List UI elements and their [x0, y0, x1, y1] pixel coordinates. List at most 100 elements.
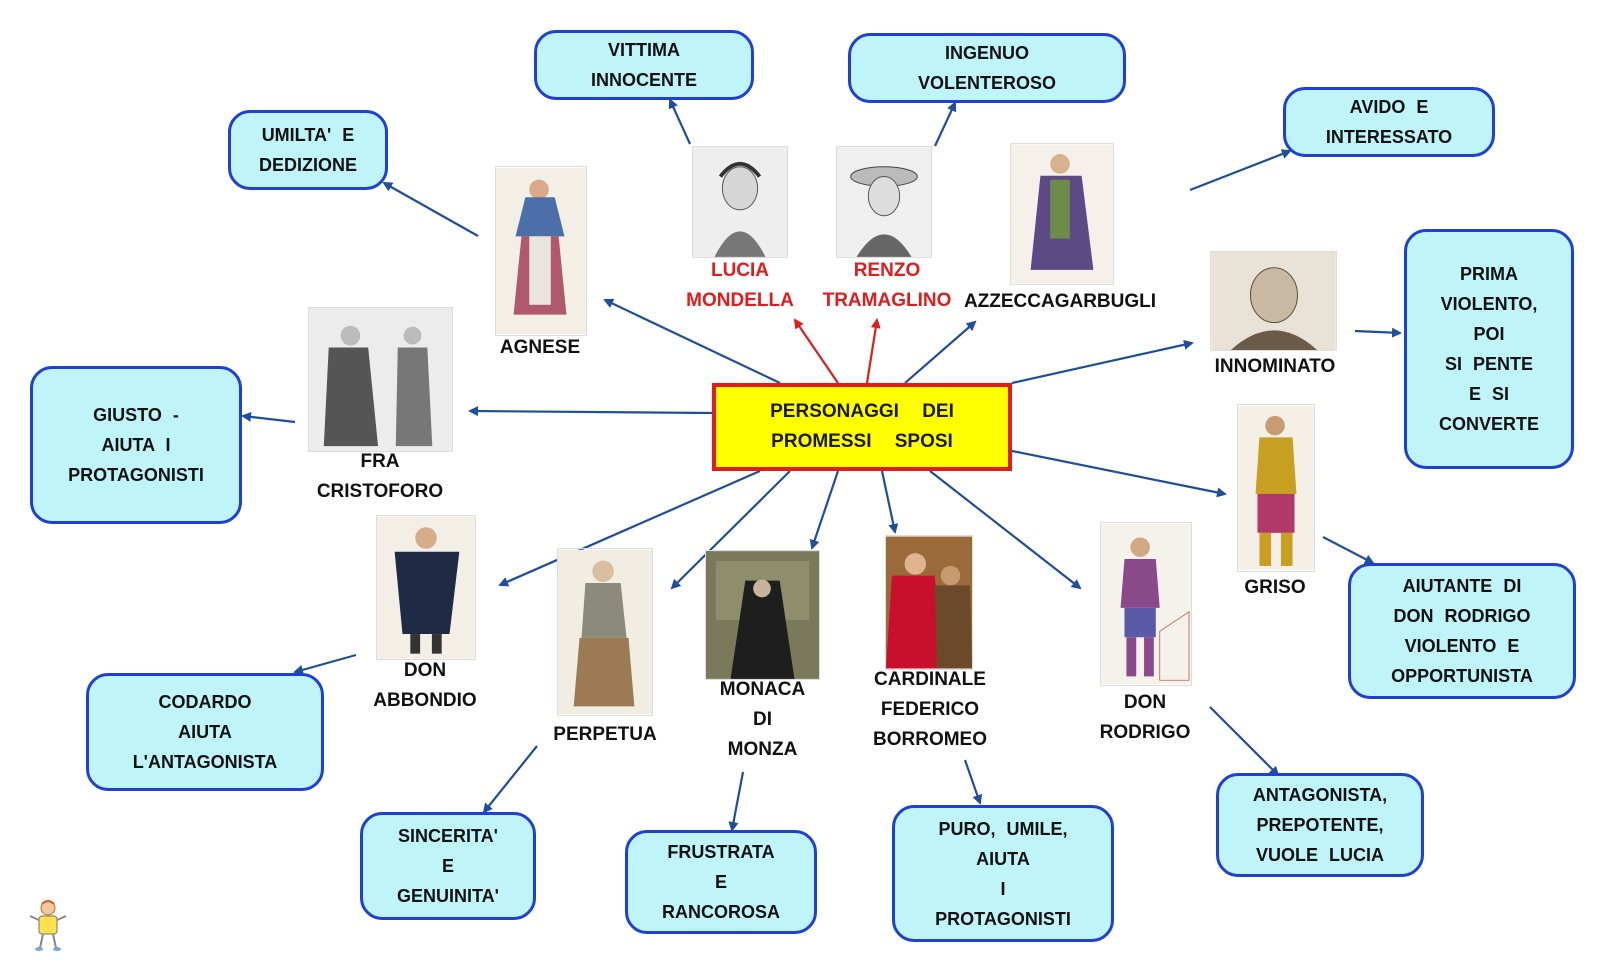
cristoforo-trait-line3: PROTAGONISTI — [68, 465, 204, 485]
lucia-image — [692, 146, 788, 258]
azzeccagarbugli-name-text: AZZECCAGARBUGLI — [963, 291, 1157, 312]
monaca-name: MONACA DI MONZA — [700, 675, 825, 765]
central-topic-line1: PERSONAGGI DEI — [770, 401, 954, 422]
renzo-name-line2: TRAMAGLINO — [822, 290, 952, 311]
borromeo-trait-line2: AIUTA — [976, 848, 1030, 869]
abbondio-trait-line3: L'ANTAGONISTA — [132, 752, 278, 772]
cristoforo-trait-line1: GIUSTO - — [93, 405, 179, 425]
borromeo-image — [885, 535, 973, 670]
borromeo-name-line3: BORROMEO — [873, 729, 987, 750]
griso-trait-line3: VIOLENTO E — [1404, 636, 1520, 656]
monaca-trait-line3: RANCOROSA — [661, 902, 780, 922]
arrow-center-lucia — [793, 318, 839, 384]
cristoforo-name-line2: CRISTOFORO — [316, 481, 444, 502]
abbondio-trait-line1: CODARDO — [158, 692, 252, 712]
innominato-trait-line5: E SI — [1468, 384, 1509, 404]
borromeo-name: CARDINALE FEDERICO BORROMEO — [855, 665, 1005, 755]
griso-trait-line2: DON RODRIGO — [1393, 606, 1531, 626]
monaca-name-line3: MONZA — [727, 739, 798, 760]
perpetua-trait-line2: E — [441, 856, 454, 876]
abbondio-name: DON ABBONDIO — [360, 656, 490, 716]
griso-image — [1237, 404, 1315, 572]
arrow-center-borromeo — [880, 470, 899, 534]
cristoforo-name-line1: FRA — [360, 451, 400, 472]
mascot-logo — [29, 900, 67, 951]
renzo-trait-box: INGENUO VOLENTEROSO — [848, 33, 1126, 103]
perpetua-name-text: PERPETUA — [553, 724, 657, 745]
arrow-innominato-trait — [1354, 327, 1402, 338]
arrow-center-agnese — [603, 298, 781, 384]
arrow-center-griso — [1011, 449, 1227, 498]
azzeccagarbugli-trait-line1: AVIDO E — [1349, 97, 1429, 117]
arrow-center-renzo — [865, 318, 881, 384]
arrow-center-rodrigo — [929, 470, 1082, 590]
innominato-image — [1210, 251, 1337, 351]
agnese-name-text: AGNESE — [499, 337, 581, 358]
monaca-trait-box: FRUSTRATA E RANCOROSA — [625, 830, 817, 934]
monaca-name-line1: MONACA — [719, 679, 806, 700]
abbondio-name-line1: DON — [403, 660, 447, 681]
arrow-monaca-trait — [728, 771, 745, 832]
rodrigo-image — [1100, 522, 1192, 686]
arrow-center-cristoforo — [468, 406, 713, 417]
lucia-trait-box: VITTIMA INNOCENTE — [534, 30, 754, 100]
arrow-azzecca-trait — [1189, 149, 1292, 192]
cristoforo-image — [308, 307, 453, 452]
renzo-image — [836, 146, 932, 258]
lucia-name-line2: MONDELLA — [686, 290, 794, 311]
perpetua-trait-box: SINCERITA' E GENUINITA' — [360, 812, 536, 920]
azzeccagarbugli-trait-box: AVIDO E INTERESSATO — [1283, 87, 1495, 157]
abbondio-image — [376, 515, 476, 660]
innominato-trait-line2: VIOLENTO, — [1440, 294, 1538, 314]
arrow-agnese-trait — [382, 182, 479, 237]
azzeccagarbugli-trait-line2: INTERESSATO — [1325, 127, 1453, 147]
griso-name: GRISO — [1225, 573, 1325, 603]
rodrigo-name-line2: RODRIGO — [1099, 722, 1191, 743]
perpetua-image — [557, 548, 653, 716]
rodrigo-trait-box: ANTAGONISTA, PREPOTENTE, VUOLE LUCIA — [1216, 773, 1424, 877]
arrow-center-abbondio — [498, 469, 761, 587]
monaca-name-line2: DI — [753, 709, 772, 730]
perpetua-trait-line3: GENUINITA' — [397, 886, 499, 906]
arrow-center-azzeccagarbugli — [904, 320, 977, 384]
azzeccagarbugli-name: AZZECCAGARBUGLI — [960, 287, 1160, 317]
rodrigo-trait-line3: VUOLE LUCIA — [1255, 845, 1384, 865]
lucia-trait-line2: INNOCENTE — [590, 70, 697, 90]
rodrigo-trait-line1: ANTAGONISTA, — [1252, 785, 1388, 805]
borromeo-trait-line1: PURO, UMILE, — [938, 818, 1068, 839]
rodrigo-trait-line2: PREPOTENTE, — [1256, 815, 1384, 835]
arrow-borromeo-trait — [963, 759, 983, 805]
abbondio-trait-box: CODARDO AIUTA L'ANTAGONISTA — [86, 673, 324, 791]
perpetua-name: PERPETUA — [545, 720, 665, 750]
agnese-trait-line1: UMILTA' E — [261, 125, 355, 145]
arrow-lucia-trait — [668, 98, 692, 145]
renzo-name: RENZO TRAMAGLINO — [812, 256, 962, 316]
arrow-abbondio-trait — [293, 653, 357, 675]
innominato-trait-box: PRIMA VIOLENTO, POI SI PENTE E SI CONVER… — [1404, 229, 1574, 469]
cristoforo-name: FRA CRISTOFORO — [305, 447, 455, 507]
arrow-center-perpetua — [670, 470, 791, 590]
cristoforo-trait-box: GIUSTO - AIUTA I PROTAGONISTI — [30, 366, 242, 524]
perpetua-trait-line1: SINCERITA' — [398, 826, 498, 846]
rodrigo-name: DON RODRIGO — [1085, 688, 1205, 748]
azzeccagarbugli-image — [1010, 143, 1114, 285]
innominato-name: INNOMINATO — [1200, 352, 1350, 382]
arrow-cristoforo-trait — [241, 411, 296, 424]
agnese-name: AGNESE — [480, 333, 600, 363]
abbondio-name-line2: ABBONDIO — [373, 690, 477, 711]
griso-trait-line4: OPPORTUNISTA — [1391, 666, 1533, 686]
renzo-trait-line2: VOLENTEROSO — [917, 73, 1056, 93]
borromeo-name-line2: FEDERICO — [880, 699, 980, 720]
renzo-name-line1: RENZO — [853, 260, 921, 281]
arrow-renzo-trait — [934, 101, 957, 147]
agnese-trait-line2: DEDIZIONE — [258, 155, 357, 175]
lucia-name: LUCIA MONDELLA — [675, 256, 805, 316]
arrow-griso-trait — [1322, 536, 1375, 564]
abbondio-trait-line2: AIUTA — [178, 722, 232, 742]
arrow-center-innominato — [1011, 339, 1194, 385]
agnese-trait-box: UMILTA' E DEDIZIONE — [228, 110, 388, 190]
renzo-trait-line1: INGENUO — [944, 43, 1029, 63]
monaca-trait-line1: FRUSTRATA — [667, 842, 775, 862]
lucia-name-line1: LUCIA — [710, 260, 770, 281]
